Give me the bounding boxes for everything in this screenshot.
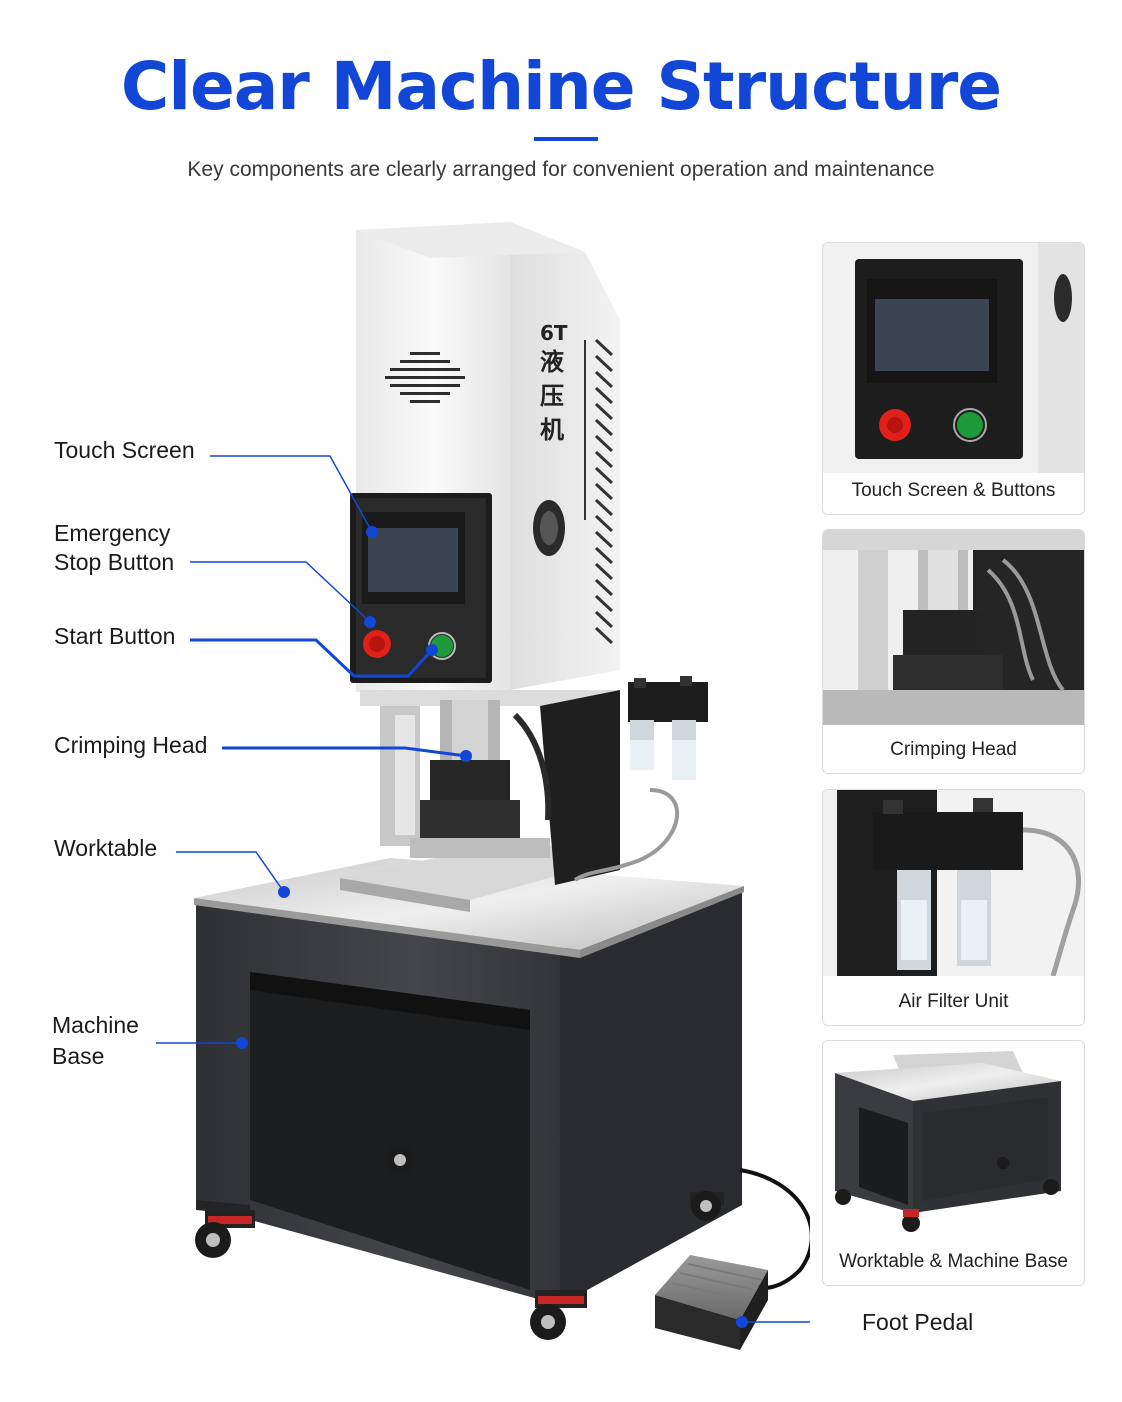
- model-char-1: 液: [540, 348, 564, 376]
- detail-caption-air-filter: Air Filter Unit: [898, 991, 1009, 1012]
- label-crimping-head-text: Crimping Head: [54, 732, 208, 758]
- label-start-button: Start Button: [54, 622, 175, 651]
- label-start-button-text: Start Button: [54, 623, 176, 649]
- label-foot-pedal: Foot Pedal: [862, 1309, 974, 1335]
- caster-wheels: [195, 1145, 724, 1340]
- tonnage-label: 6T: [540, 321, 568, 345]
- detail-caption-touch-screen: Touch Screen & Buttons: [851, 480, 1056, 501]
- label-machine-base-line2: Base: [52, 1043, 105, 1069]
- foot-pedal: [655, 1255, 768, 1350]
- label-crimping-head: Crimping Head: [54, 731, 207, 760]
- detail-photo-touch-screen: [823, 243, 1084, 473]
- label-machine-base: Machine Base: [52, 1010, 139, 1072]
- machine-base: [196, 892, 742, 1305]
- callout-lines: [156, 455, 810, 1323]
- label-worktable: Worktable: [54, 834, 157, 863]
- model-char-2: 压: [540, 382, 564, 410]
- detail-caption-worktable-base: Worktable & Machine Base: [839, 1251, 1068, 1272]
- label-emergency-line2: Stop Button: [54, 549, 175, 575]
- detail-card-air-filter: Air Filter Unit: [822, 789, 1085, 1026]
- page-title: Clear Machine Structure: [120, 48, 1002, 125]
- label-worktable-text: Worktable: [54, 835, 158, 861]
- label-touch-screen: Touch Screen: [54, 436, 195, 465]
- detail-card-crimping-head: Crimping Head: [822, 529, 1085, 774]
- model-char-3: 机: [540, 416, 564, 444]
- machine-illustration: 6T 液 压 机: [156, 222, 810, 1350]
- detail-card-worktable-base: Worktable & Machine Base: [822, 1040, 1085, 1286]
- label-machine-base-line1: Machine: [52, 1012, 139, 1038]
- title-underline: [534, 137, 598, 141]
- detail-photo-worktable-base: [823, 1041, 1084, 1241]
- crimping-section: [360, 690, 679, 885]
- label-touch-screen-text: Touch Screen: [54, 437, 195, 463]
- detail-caption-crimping-head: Crimping Head: [890, 739, 1017, 760]
- detail-photo-air-filter: [823, 790, 1084, 976]
- page-subtitle: Key components are clearly arranged for …: [187, 158, 935, 181]
- detail-card-touch-screen: Touch Screen & Buttons: [822, 242, 1085, 515]
- emergency-stop-button[interactable]: [363, 630, 391, 658]
- callout-dots: [236, 526, 748, 1328]
- label-emergency-stop: Emergency Stop Button: [54, 519, 174, 577]
- air-filter-unit: [628, 676, 708, 780]
- label-emergency-line1: Emergency: [54, 520, 171, 546]
- detail-photo-crimping-head: [823, 530, 1084, 725]
